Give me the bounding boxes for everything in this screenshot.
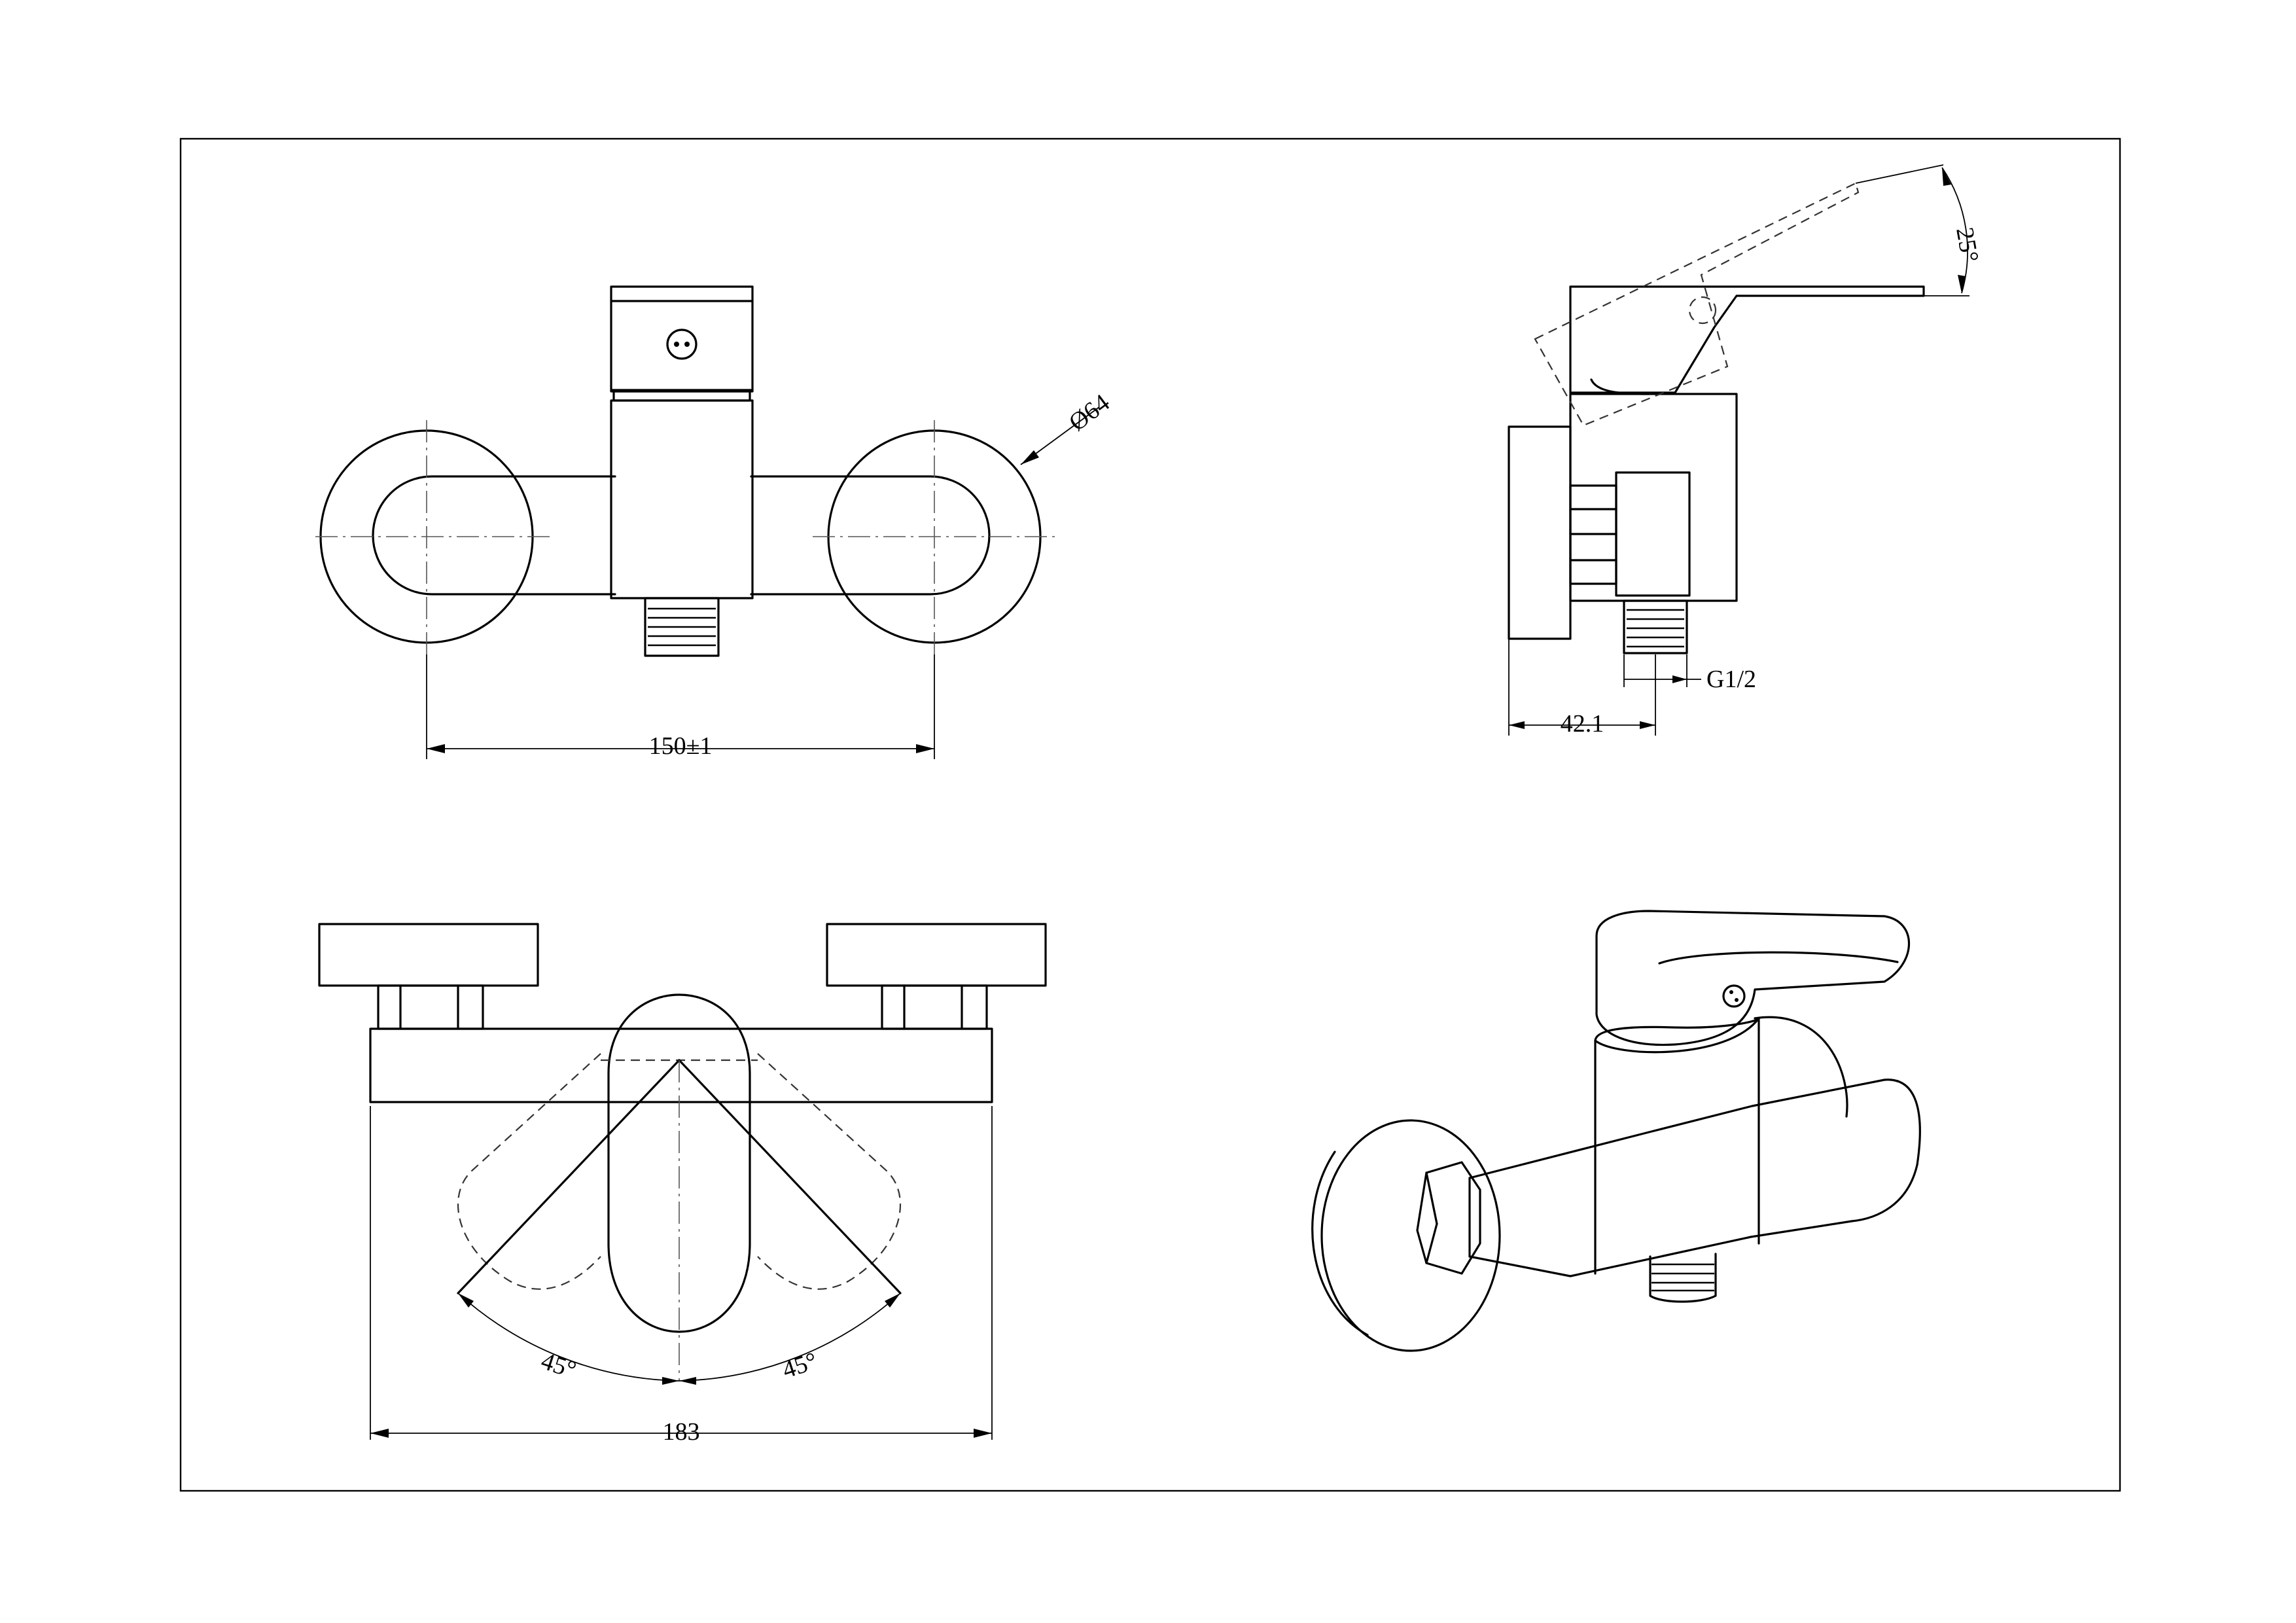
dim-thread: G1/2	[1706, 666, 1756, 693]
dim-lever-lift: 25°	[1951, 225, 1984, 264]
dim-swing-left: 45°	[538, 1347, 580, 1383]
isometric-view	[1311, 910, 1921, 1352]
dim-overall-width: 183	[663, 1418, 700, 1446]
top-view: 45° 45° 183	[318, 923, 1047, 1446]
drawing-frame	[179, 137, 2121, 1492]
dim-swing-right: 45°	[779, 1347, 821, 1383]
dim-center-distance: 150±1	[649, 732, 713, 760]
side-view: 25° G1/2 42.1	[1508, 164, 1984, 738]
dim-diameter: Ø64	[1064, 389, 1115, 437]
dim-projection: 42.1	[1561, 710, 1604, 738]
front-view: 150±1 Ø64	[315, 285, 1115, 760]
